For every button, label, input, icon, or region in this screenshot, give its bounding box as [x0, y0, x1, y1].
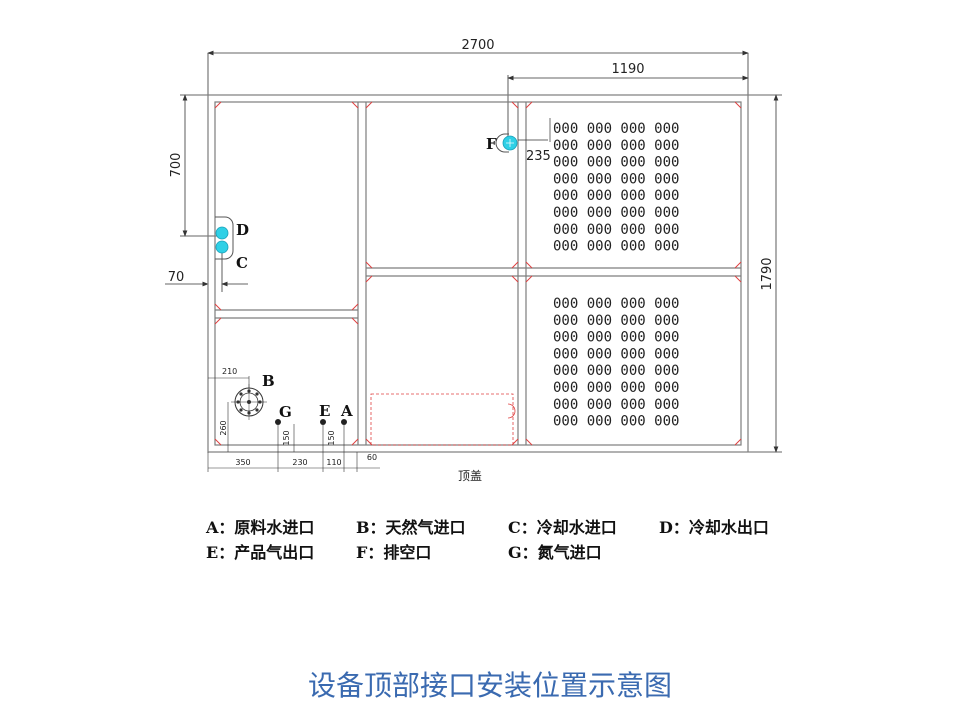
dimension-b-vertical-label: 260: [219, 420, 228, 435]
dimension-total-width: 2700: [207, 38, 749, 96]
port-f: F 235: [486, 118, 551, 164]
dimension-right-width: 1190: [507, 62, 749, 140]
dimension-side-offset: 70: [165, 250, 248, 292]
legend-item-g: G：氮气进口: [508, 543, 602, 562]
legend-item-c: C：冷却水进口: [508, 518, 617, 537]
legend-item-a: A：原料水进口: [206, 518, 315, 537]
legend-item-e: E：产品气出口: [206, 543, 315, 562]
port-a-label: A: [340, 402, 353, 420]
grille-row: 000 000 000 000: [553, 296, 679, 312]
figure-caption: 设备顶部接口安装位置示意图: [307, 669, 672, 702]
grille-row: 000 000 000 000: [553, 346, 679, 362]
grille-row: 000 000 000 000: [553, 239, 679, 255]
port-g-label: G: [279, 403, 292, 421]
dimension-d-height: 700: [169, 94, 218, 237]
cover-frame: [207, 94, 749, 453]
dimension-bottom-chain: 350 230 110 60: [207, 452, 380, 472]
port-g: G 150: [275, 403, 295, 452]
legend-item-f: F：排空口: [356, 543, 432, 562]
dashed-outline: [370, 393, 514, 446]
dimension-side-offset-label: 70: [168, 270, 185, 285]
port-e: E 150: [319, 402, 336, 452]
top-cover-drawing: 2700 1190 1790 700 70: [165, 38, 782, 483]
port-f-label: F: [486, 135, 497, 153]
port-d-label: D: [236, 221, 249, 239]
grille-row: 000 000 000 000: [553, 380, 679, 396]
grille-row: 000 000 000 000: [553, 363, 679, 379]
view-label: 顶盖: [458, 469, 482, 483]
grille-row: 000 000 000 000: [553, 313, 679, 329]
dimension-f-offset-label: 235: [526, 149, 551, 164]
dimension-total-height-label: 1790: [760, 257, 775, 290]
grille-row: 000 000 000 000: [553, 205, 679, 221]
grille-row: 000 000 000 000: [553, 397, 679, 413]
dimension-b-horizontal-label: 210: [222, 367, 237, 376]
port-a: A: [340, 402, 353, 452]
dimension-e-vertical-label: 150: [327, 430, 336, 445]
grille-row: 000 000 000 000: [553, 222, 679, 238]
dimension-bottom-3: 110: [326, 458, 341, 467]
grille-row: 000 000 000 000: [553, 414, 679, 430]
corner-gussets: [214, 101, 742, 446]
grille-row: 000 000 000 000: [553, 188, 679, 204]
dimension-bottom-2: 230: [292, 458, 307, 467]
port-b: B 210 260: [208, 367, 275, 452]
dimension-bottom-4: 60: [367, 453, 377, 462]
dimension-g-vertical-label: 150: [282, 430, 291, 445]
port-b-label: B: [262, 372, 275, 390]
grille-row: 000 000 000 000: [553, 171, 679, 187]
dimension-total-width-label: 2700: [461, 38, 494, 53]
dimension-bottom-1: 350: [235, 458, 250, 467]
port-c-label: C: [236, 254, 248, 272]
legend-item-b: B：天然气进口: [356, 518, 466, 537]
dimension-total-height: 1790: [748, 94, 782, 453]
grille-row: 000 000 000 000: [553, 155, 679, 171]
grille-row: 000 000 000 000: [553, 121, 679, 137]
legend-item-d: D：冷却水出口: [659, 518, 769, 537]
dimension-right-width-label: 1190: [611, 62, 644, 77]
grille-row: 000 000 000 000: [553, 138, 679, 154]
dashed-outline-arc: [507, 403, 516, 419]
dimension-d-height-label: 700: [169, 153, 184, 178]
port-e-label: E: [319, 402, 330, 420]
grille-row: 000 000 000 000: [553, 330, 679, 346]
port-d-c: D C: [215, 216, 249, 272]
